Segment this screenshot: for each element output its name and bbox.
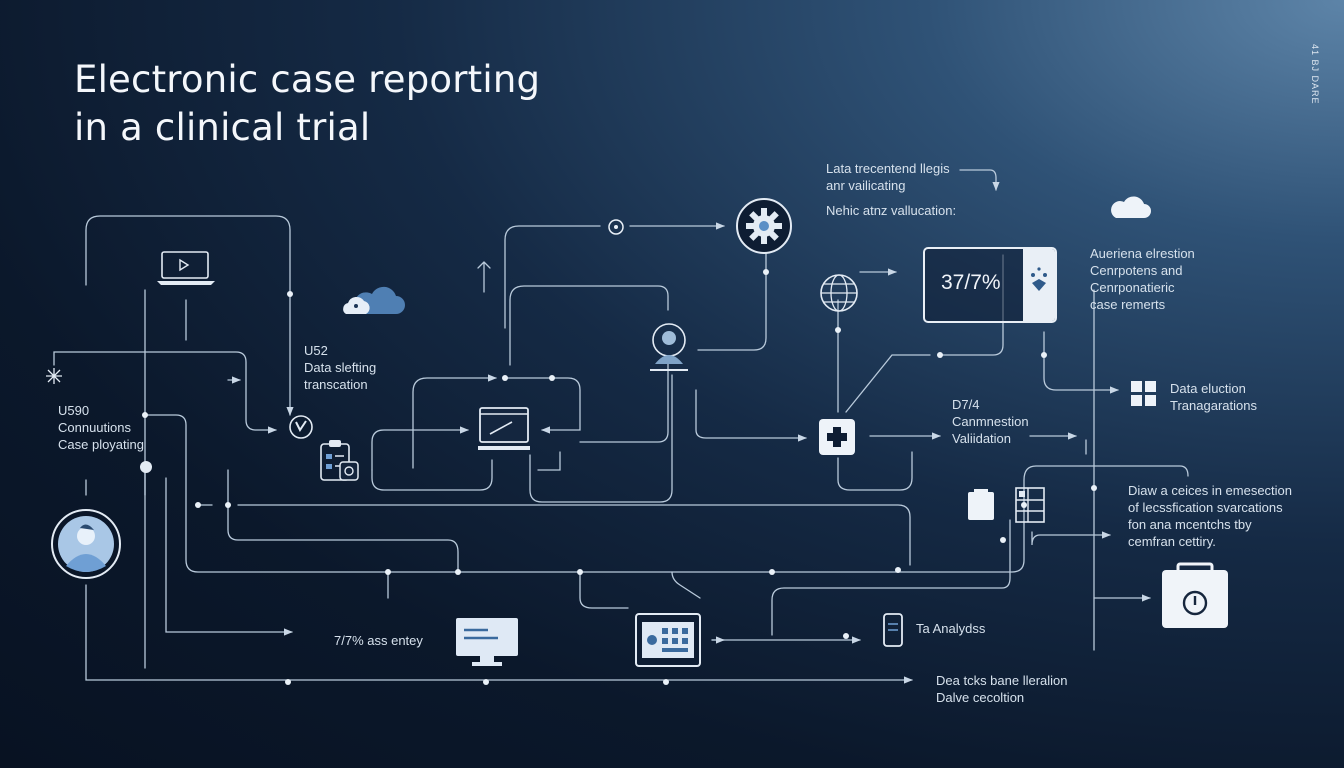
label-left-mid-line: transcation <box>304 377 368 392</box>
label-right-description: Diaw a ceices in emesection of lecssfica… <box>1128 482 1292 550</box>
panel-side-strip <box>1023 249 1055 321</box>
dashboard-screen-icon <box>635 613 701 667</box>
title-line-2: in a clinical trial <box>74 106 371 149</box>
document-card-icon <box>968 489 994 520</box>
label-top-note-line: Lata trecentend llegis <box>826 161 950 176</box>
laptop-icon <box>157 251 215 285</box>
label-bottom-right-line: Dalve cecoltion <box>936 690 1025 705</box>
monitor-icon <box>478 407 530 450</box>
clipboard-checklist-icon <box>320 440 359 481</box>
pin-icon <box>140 461 152 473</box>
label-bottom-right-line: Dea tcks bane lleralion <box>936 673 1068 688</box>
case-report-box-icon <box>1162 562 1228 628</box>
label-right-description-line: fon ana mcentchs tby <box>1128 517 1252 532</box>
label-right-top-line: Aueriena elrestion <box>1090 246 1195 261</box>
smartphone-icon <box>883 613 903 647</box>
label-right-description-line: cemfran cettiry. <box>1128 534 1216 549</box>
label-data-collection-line: Tranagarations <box>1170 398 1257 413</box>
shield-heart-icon <box>1031 267 1047 291</box>
label-mid-right-line: Valiidation <box>952 431 1012 446</box>
label-data-collection-line: Data eluction <box>1170 381 1246 396</box>
label-left: U590 Connuutions Case ployating <box>58 402 144 453</box>
label-mid-right: D7/4 Canmnestion Valiidation <box>952 396 1029 447</box>
label-validation: Nehic atnz vallucation: <box>826 203 957 218</box>
label-left-line: U590 <box>58 403 90 418</box>
progress-panel-value: 37/7% <box>941 271 1001 294</box>
label-right-description-line: Diaw a ceices in emesection <box>1128 483 1293 498</box>
label-top-note-line: anr vailicating <box>826 178 906 193</box>
clinician-avatar-icon <box>650 323 688 371</box>
label-top-note: Lata trecentend llegis anr vailicating <box>826 160 950 194</box>
label-right-top: Aueriena elrestion Cenrpotens and Cenrpo… <box>1090 245 1195 313</box>
label-left-mid-line: U52 <box>304 343 328 358</box>
page-title: Electronic case reporting in a clinical … <box>74 56 540 152</box>
globe-icon <box>820 274 858 312</box>
label-left-line: Connuutions <box>58 420 131 435</box>
progress-panel: 37/7% <box>923 247 1057 323</box>
title-line-1: Electronic case reporting <box>74 58 541 101</box>
label-left-line: Case ployating <box>58 437 144 452</box>
label-mid-right-line: D7/4 <box>952 397 980 412</box>
label-bottom-entry: 7/7% ass entey <box>334 633 423 648</box>
checkmark-node-icon <box>289 415 313 439</box>
label-right-description-line: of lecssfication svarcations <box>1128 500 1283 515</box>
label-mid-right-line: Canmnestion <box>952 414 1029 429</box>
patient-avatar-icon <box>51 509 121 579</box>
medical-cross-icon <box>819 419 855 455</box>
label-bottom-right: Dea tcks bane lleralion Dalve cecoltion <box>936 672 1068 706</box>
grid-blocks-icon <box>1131 381 1156 406</box>
desktop-screen-icon <box>456 618 518 666</box>
label-analysis: Ta Analydss <box>916 621 986 636</box>
form-layout-icon <box>1015 487 1045 523</box>
sparkle-icon <box>46 368 62 384</box>
small-cloud-icon <box>1111 196 1151 218</box>
label-right-top-line: Cenrponatieric <box>1090 280 1175 295</box>
cloud-icon <box>343 286 405 314</box>
label-left-mid: U52 Data slefting transcation <box>304 342 376 393</box>
label-data-collection: Data eluction Tranagarations <box>1170 380 1257 414</box>
label-left-mid-line: Data slefting <box>304 360 377 375</box>
label-right-top-line: case remerts <box>1090 297 1166 312</box>
label-right-top-line: Cenrpotens and <box>1090 263 1183 278</box>
gear-icon <box>736 198 792 254</box>
